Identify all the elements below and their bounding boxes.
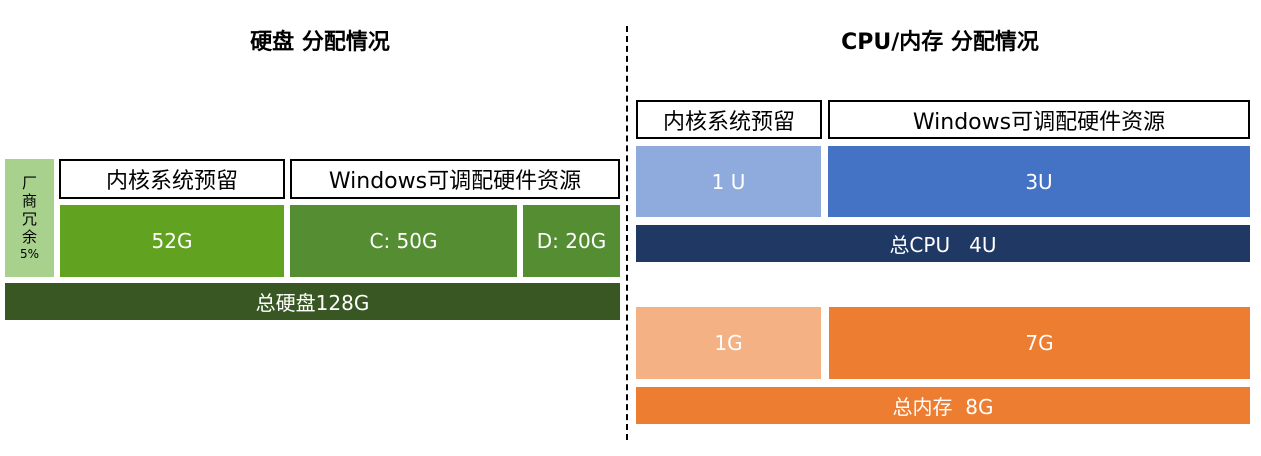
disk-d-block: D: 20G bbox=[523, 205, 620, 277]
disk-windows-label: Windows可调配硬件资源 bbox=[290, 159, 620, 199]
section-divider bbox=[626, 26, 628, 440]
vendor-char-3: 冗 bbox=[21, 210, 37, 228]
vendor-char-2: 商 bbox=[21, 192, 37, 210]
vendor-percent: 5% bbox=[19, 247, 40, 261]
cpu-kernel-block: 1 U bbox=[636, 146, 821, 217]
cpu-windows-block: 3U bbox=[828, 146, 1250, 217]
mem-kernel-block: 1G bbox=[636, 307, 821, 379]
mem-total-bar: 总内存 8G bbox=[636, 387, 1250, 424]
cpu-kernel-label: 内核系统预留 bbox=[636, 100, 822, 139]
disk-title: 硬盘 分配情况 bbox=[250, 30, 390, 55]
vendor-redundancy-cell: 厂 商 冗 余 5% bbox=[5, 159, 54, 277]
disk-kernel-block: 52G bbox=[60, 205, 284, 277]
cpu-total-bar: 总CPU 4U bbox=[636, 225, 1250, 262]
disk-total-bar: 总硬盘128G bbox=[5, 283, 620, 320]
mem-windows-block: 7G bbox=[829, 307, 1250, 379]
vendor-char-1: 厂 bbox=[21, 174, 37, 192]
disk-c-block: C: 50G bbox=[290, 205, 517, 277]
vendor-char-4: 余 bbox=[21, 228, 37, 246]
cpu-windows-label: Windows可调配硬件资源 bbox=[828, 100, 1250, 139]
cpu-mem-title: CPU/内存 分配情况 bbox=[841, 30, 1039, 55]
disk-kernel-label: 内核系统预留 bbox=[59, 159, 285, 199]
